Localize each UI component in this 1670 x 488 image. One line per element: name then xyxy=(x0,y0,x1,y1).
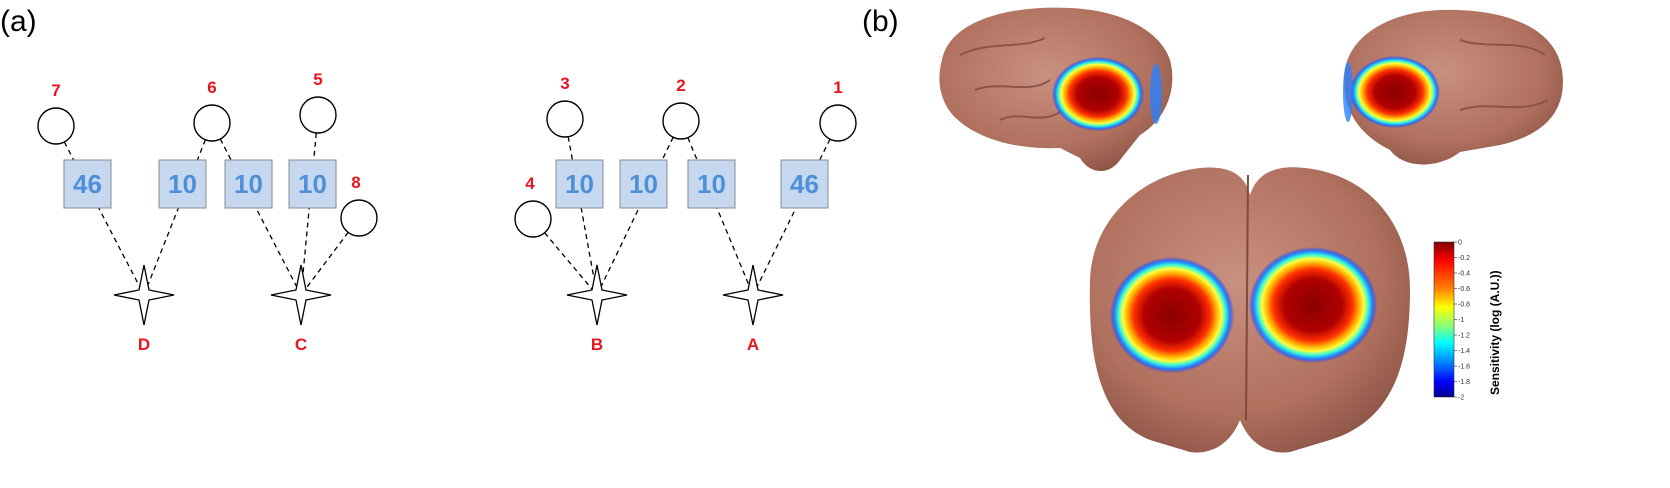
detector-circle xyxy=(819,104,857,142)
detector-label: 6 xyxy=(207,78,216,97)
source-star-icon xyxy=(566,264,628,326)
source-star-icon xyxy=(722,264,784,326)
channel-label: 10 xyxy=(234,169,263,199)
detector-5: 5 xyxy=(299,70,337,134)
source-label: A xyxy=(747,335,759,354)
detector-label: 4 xyxy=(525,174,535,193)
connection-4-B xyxy=(544,232,595,293)
detector-4: 4 xyxy=(514,174,552,238)
source-star-icon xyxy=(113,264,175,326)
brain-left-lateral-view xyxy=(939,7,1173,172)
optode-layout-diagram: 46 10 10 10 10 10 10 46 7 6 5 8 3 2 1 4 D C B A xyxy=(37,70,857,354)
detector-label: 7 xyxy=(51,81,60,100)
channel-rect xyxy=(63,159,112,209)
colorbar-tick-label: -1.2 xyxy=(1458,333,1470,340)
colorbar-tick-label: 0 xyxy=(1458,240,1462,247)
channel-box: 46 xyxy=(780,159,829,209)
panel-b-label: (b) xyxy=(862,5,899,38)
connection-8-C xyxy=(302,231,349,293)
colorbar-tick-label: -1.6 xyxy=(1458,364,1470,371)
channel-rect xyxy=(687,159,736,209)
source-C: C xyxy=(270,264,332,354)
channel-label: 10 xyxy=(298,169,327,199)
channel-rect xyxy=(288,159,337,209)
channel-rect xyxy=(158,159,207,209)
colorbar-ticks: 0 -0.2 -0.4 -0.6 -0.8 -1 -1.2 -1.4 -1.6 -1.8 -2 xyxy=(1454,240,1470,402)
detectors: 7 6 5 8 3 2 1 4 xyxy=(37,70,857,238)
connection-lines xyxy=(63,132,831,293)
channel-rect xyxy=(224,159,273,209)
detector-6: 6 xyxy=(193,78,231,142)
source-label: C xyxy=(295,335,307,354)
source-B: B xyxy=(566,264,628,354)
panel-a-label: (a) xyxy=(0,5,37,38)
channel-label: 10 xyxy=(168,169,197,199)
channel-rect xyxy=(555,159,604,209)
colorbar-tick-label: -0.4 xyxy=(1458,271,1470,278)
source-D: D xyxy=(113,264,175,354)
channel-rect xyxy=(780,159,829,209)
channel-box: 10 xyxy=(555,159,604,209)
detector-circle xyxy=(299,96,337,134)
detector-label: 3 xyxy=(560,74,569,93)
colorbar-gradient xyxy=(1433,241,1455,398)
channel-rect xyxy=(619,159,668,209)
detector-circle xyxy=(514,200,552,238)
source-label: B xyxy=(591,335,603,354)
source-A: A xyxy=(722,264,784,354)
channel-label: 10 xyxy=(697,169,726,199)
channel-box: 10 xyxy=(619,159,668,209)
brain-right-lateral-view xyxy=(1343,9,1563,165)
channel-box: 46 xyxy=(63,159,112,209)
colorbar-tick-label: -0.8 xyxy=(1458,302,1470,309)
detector-circle xyxy=(193,104,231,142)
colorbar-tick-label: -1.4 xyxy=(1458,348,1470,355)
detector-1: 1 xyxy=(819,78,857,142)
detector-circle xyxy=(662,102,700,140)
colorbar-title: Sensitivity (log (A.U.)) xyxy=(1488,270,1502,395)
channel-label: 10 xyxy=(629,169,658,199)
connection-3-B xyxy=(567,136,597,292)
channel-box: 10 xyxy=(288,159,337,209)
detector-7: 7 xyxy=(37,81,75,145)
channel-label: 46 xyxy=(73,169,102,199)
detector-label: 1 xyxy=(833,78,842,97)
channel-box: 10 xyxy=(224,159,273,209)
channel-label: 46 xyxy=(790,169,819,199)
detector-circle xyxy=(37,107,75,145)
colorbar-tick-label: -0.2 xyxy=(1458,255,1470,262)
detector-2: 2 xyxy=(662,76,700,140)
detector-label: 2 xyxy=(676,76,685,95)
detector-label: 8 xyxy=(351,173,360,192)
connection-5-C xyxy=(300,132,317,292)
detector-3: 3 xyxy=(546,74,584,138)
channel-label: 10 xyxy=(565,169,594,199)
colorbar-tick-label: -2 xyxy=(1458,395,1464,402)
detector-label: 5 xyxy=(313,70,322,89)
source-label: D xyxy=(138,335,150,354)
colorbar-tick-label: -1 xyxy=(1458,317,1464,324)
detector-8: 8 xyxy=(340,173,378,237)
detector-circle xyxy=(546,100,584,138)
channel-box: 10 xyxy=(158,159,207,209)
detector-circle xyxy=(340,199,378,237)
brain-frontal-view xyxy=(1089,167,1410,453)
source-star-icon xyxy=(270,264,332,326)
channel-boxes: 46 10 10 10 10 10 10 46 xyxy=(63,159,829,209)
channel-box: 10 xyxy=(687,159,736,209)
colorbar-tick-label: -1.8 xyxy=(1458,379,1470,386)
colorbar-tick-label: -0.6 xyxy=(1458,286,1470,293)
colorbar: 0 -0.2 -0.4 -0.6 -0.8 -1 -1.2 -1.4 -1.6 -1.8 -2 Se… xyxy=(1433,240,1502,402)
